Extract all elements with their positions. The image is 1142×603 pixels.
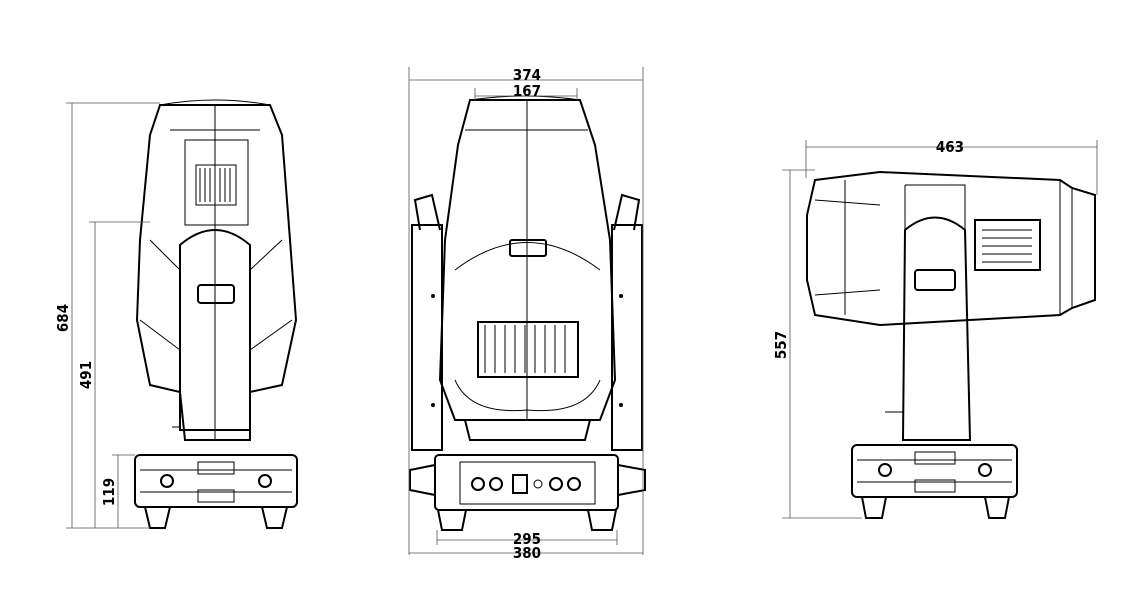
dim-684: 684 <box>54 304 72 332</box>
dim-374: 374 <box>513 66 541 84</box>
dim-119: 119 <box>100 478 118 506</box>
dim-295: 295 <box>513 530 541 548</box>
front-view-dimensions: 374 167 295 380 <box>408 66 644 562</box>
dim-167: 167 <box>513 82 541 100</box>
side-view <box>134 99 298 529</box>
dim-463: 463 <box>936 138 964 156</box>
profile-view <box>806 170 1096 519</box>
dim-380: 380 <box>513 544 541 562</box>
side-view-dimensions: 684 491 119 <box>54 102 160 529</box>
front-view <box>409 95 646 531</box>
dim-557: 557 <box>772 331 790 359</box>
profile-view-dimensions: 463 557 <box>772 138 1098 519</box>
dim-491: 491 <box>77 361 95 389</box>
